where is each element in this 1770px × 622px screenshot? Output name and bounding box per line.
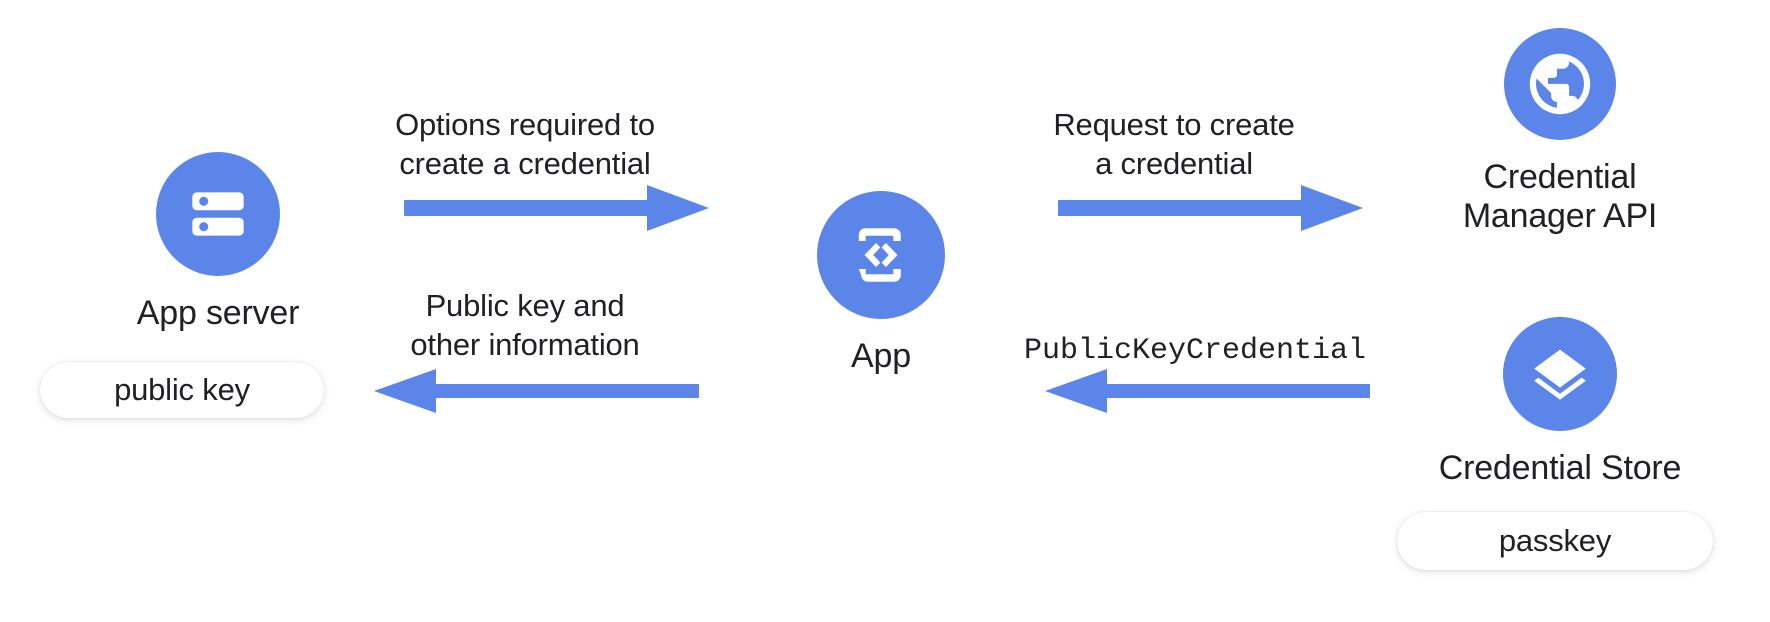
layers-icon (1503, 317, 1617, 431)
chip-passkey-label: passkey (1498, 523, 1612, 558)
node-app: App (817, 191, 945, 376)
node-label-app-server: App server (136, 294, 300, 332)
server-icon (156, 152, 280, 276)
arrow-app-to-api (1058, 185, 1363, 231)
chip-public-key-label: public key (114, 372, 250, 407)
arrow-server-to-app (404, 185, 709, 231)
caption-arrow-server-to-app: Options required to create a credential (395, 107, 655, 182)
chip-passkey: passkey (1397, 512, 1713, 570)
caption-arrow-app-to-server: Public key and other information (410, 288, 640, 363)
node-app-server: App server (128, 152, 308, 333)
node-credential-manager-api: Credential Manager API (1437, 28, 1683, 237)
globe-icon (1504, 28, 1616, 140)
phone-code-icon (817, 191, 945, 319)
caption-arrow-app-to-api: Request to create a credential (1053, 107, 1295, 182)
node-label-credential-store: Credential Store (1438, 449, 1682, 487)
caption-arrow-store-to-app: PublicKeyCredential (1023, 334, 1367, 368)
arrow-app-to-server (374, 369, 699, 413)
node-label-credential-manager-api: Credential Manager API (1462, 158, 1658, 236)
chip-public-key: public key (40, 362, 324, 418)
arrow-store-to-app (1045, 369, 1370, 413)
node-credential-store: Credential Store (1437, 317, 1683, 488)
node-label-app: App (851, 337, 911, 375)
